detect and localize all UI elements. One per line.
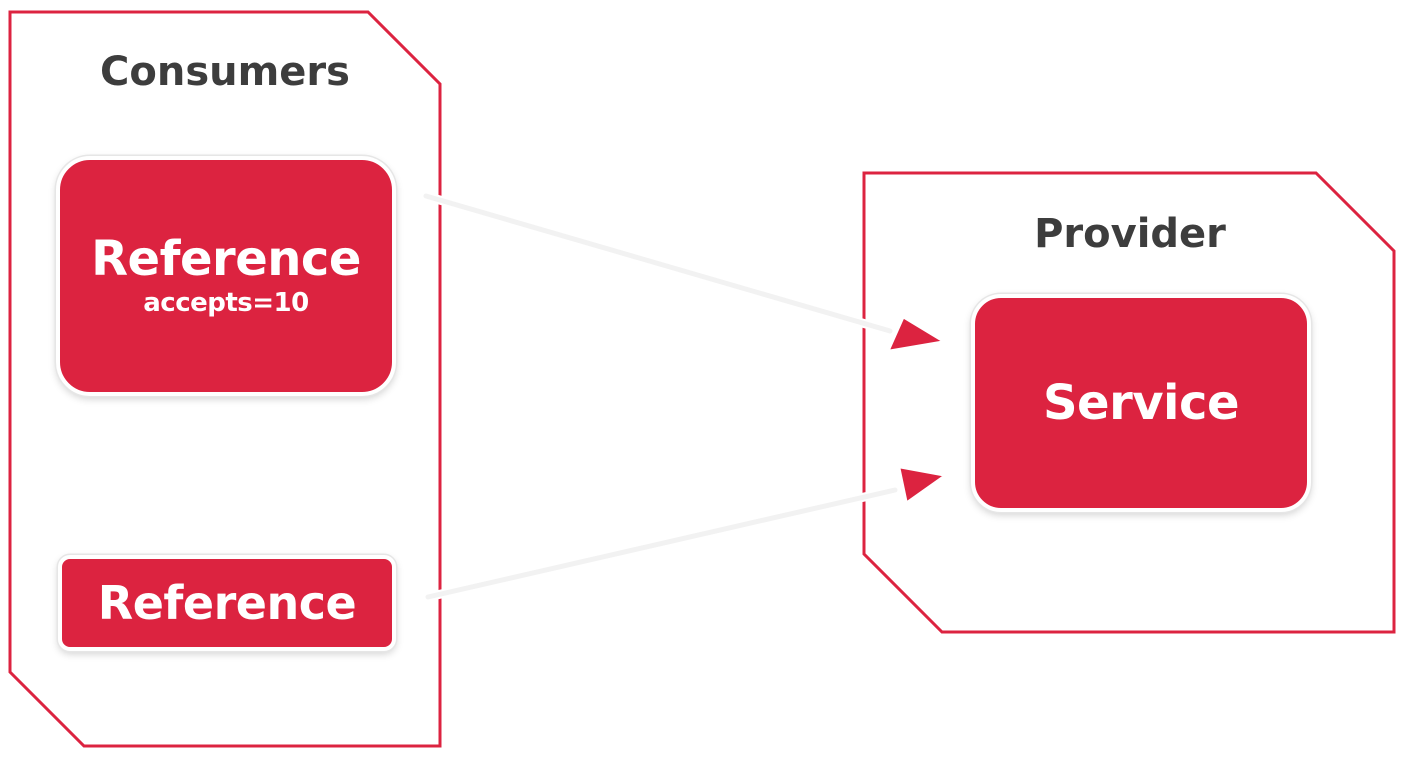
connection-arrow-1-head: [885, 314, 948, 354]
reference-node-2[interactable]: Reference: [58, 555, 396, 651]
connection-arrow-2-head: [896, 464, 949, 506]
connection-arrow-1-line-inner: [423, 193, 893, 334]
provider-title: Provider: [1034, 211, 1226, 257]
reference-node-1-sublabel: accepts=10: [143, 288, 309, 319]
connection-arrow-2-line-inner: [425, 487, 898, 600]
connection-arrow-1: [421, 191, 948, 354]
reference-node-2-label: Reference: [97, 575, 357, 630]
connection-arrow-2: [423, 464, 949, 602]
consumers-title: Consumers: [100, 49, 350, 95]
service-node[interactable]: Service: [971, 294, 1311, 512]
reference-node-1[interactable]: Reference accepts=10: [56, 156, 396, 396]
reference-node-1-label: Reference: [91, 230, 361, 287]
service-node-label: Service: [1042, 374, 1240, 431]
